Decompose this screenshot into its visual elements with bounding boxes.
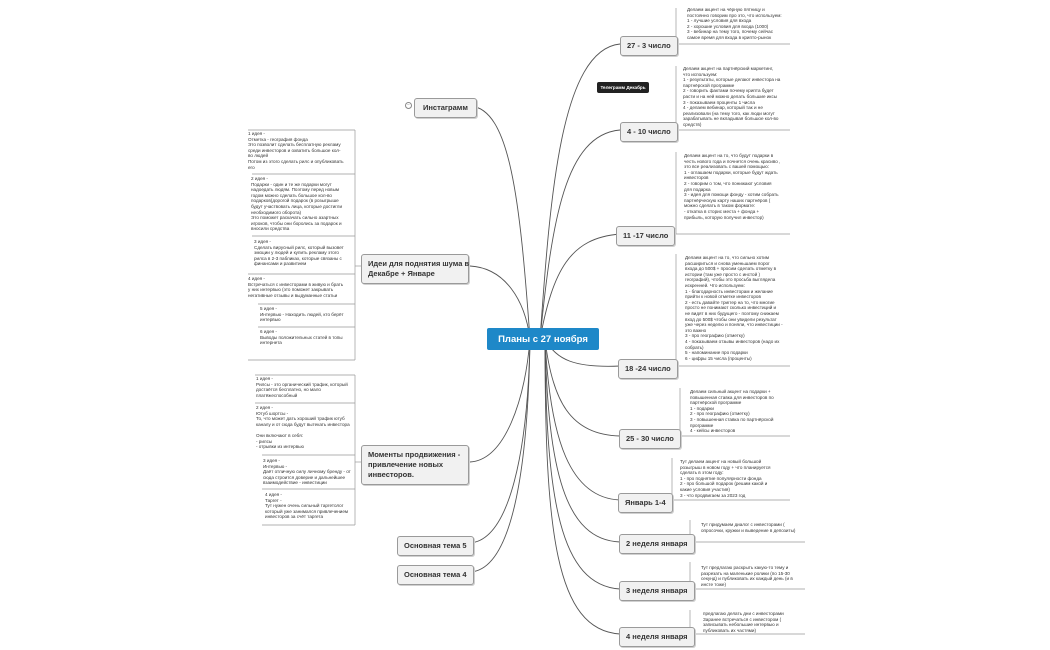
note-week-11-17: Делаем акцент на то, что будут подарки в…	[684, 153, 781, 220]
topic-week-27-3[interactable]: 27 - 3 число	[620, 36, 678, 56]
topic-week-25-30[interactable]: 25 - 30 число	[619, 429, 681, 449]
topic-label: Инстаграмм	[423, 103, 468, 112]
topic-main-5[interactable]: Основная тема 5	[397, 536, 474, 556]
topic-label: Январь 1-4	[625, 498, 666, 507]
branch-line	[469, 265, 531, 340]
note-january-1-4: Тут делаем акцент на новый большой розыг…	[680, 459, 771, 498]
branch-line	[469, 105, 531, 340]
topic-january-week-4[interactable]: 4 неделя января	[619, 627, 695, 647]
note-idea-5: 5 идея - Интервью - Находить людей, кто …	[260, 306, 344, 323]
topic-label: Моменты продвижения - привлечение новых …	[368, 450, 461, 479]
topic-main-4[interactable]: Основная тема 4	[397, 565, 474, 585]
topic-label: 11 -17 число	[623, 231, 669, 240]
topic-label: Основная тема 5	[404, 541, 467, 550]
topic-label: 4 - 10 число	[627, 127, 671, 136]
branch-line	[544, 338, 621, 635]
branch-line	[469, 338, 531, 573]
note-promo-3: 3 идея - Интервью - Даёт отличную силу л…	[263, 458, 351, 486]
topic-label: 2 неделя января	[626, 539, 688, 548]
topic-noise-ideas[interactable]: Идеи для поднятия шума в Декабре + Январ…	[361, 254, 469, 284]
tag-label: Телеграмм Декабрь	[600, 85, 646, 90]
topic-label: 27 - 3 число	[627, 41, 671, 50]
note-promo-2: 2 идея - Ютуб шортсы - То, что может дат…	[256, 405, 350, 450]
branch-line	[544, 338, 621, 543]
topic-week-18-24[interactable]: 18 -24 число	[618, 359, 678, 379]
note-january-week-2: Тут придумаем диалог с инвесторами ( опр…	[701, 522, 796, 533]
collapse-toggle-icon[interactable]: −	[405, 102, 412, 109]
topic-label: Идеи для поднятия шума в Декабре + Январ…	[368, 259, 470, 278]
branch-line	[539, 43, 621, 340]
branch-line	[539, 129, 621, 340]
note-idea-4: 4 идея - Встречаться с инвесторами в жив…	[248, 276, 344, 298]
topic-january-week-3[interactable]: 3 неделя января	[619, 581, 695, 601]
branch-line	[544, 338, 621, 437]
note-promo-4: 4 идея - Таргет - Тут нужен очень сильны…	[265, 492, 349, 520]
branch-line	[544, 338, 621, 590]
note-week-27-3: Делаем акцент на чёрную пятницу и постоя…	[687, 7, 782, 40]
note-idea-6: 6 идея - Выводы положительных статей в т…	[260, 329, 343, 346]
topic-instagram[interactable]: Инстаграмм	[414, 98, 477, 118]
note-week-25-30: Делаем сильный акцент на подарки + повыш…	[690, 389, 774, 434]
telegram-december-tag[interactable]: Телеграмм Декабрь	[597, 82, 649, 93]
topic-january-week-2[interactable]: 2 неделя января	[619, 534, 695, 554]
branch-line	[469, 338, 531, 463]
branch-line	[539, 233, 621, 340]
topic-label: 18 -24 число	[625, 364, 671, 373]
branch-line	[544, 338, 621, 501]
topic-january-1-4[interactable]: Январь 1-4	[618, 493, 673, 513]
note-promo-1: 1 идея - Рилсы - это органический трафик…	[256, 376, 348, 398]
note-january-week-3: Тут предлагаю раскрыть какую-то тему и р…	[701, 565, 793, 587]
topic-label: 25 - 30 число	[626, 434, 674, 443]
branch-line	[469, 338, 531, 544]
note-week-4-10: Делаем акцент на партнёрский маркетинг, …	[683, 66, 781, 127]
note-idea-3: 3 идея - Сделать вирусный рилс, который …	[254, 239, 344, 267]
topic-week-4-10[interactable]: 4 - 10 число	[620, 122, 678, 142]
topic-label: Основная тема 4	[404, 570, 467, 579]
note-week-18-24: Делаем акцент на то, что сильно хотим ра…	[685, 255, 783, 361]
central-topic[interactable]: Планы с 27 ноября	[487, 328, 599, 350]
topic-week-11-17[interactable]: 11 -17 число	[616, 226, 676, 246]
topic-label: 4 неделя января	[626, 632, 688, 641]
topic-promotion-moments[interactable]: Моменты продвижения - привлечение новых …	[361, 445, 469, 485]
note-idea-2: 2 идея - Подарки - один и те же подарки …	[251, 176, 343, 232]
note-january-week-4: предлагаю делать дни с инвесторами Заран…	[703, 611, 784, 633]
note-idea-1: 1 идея - Отметка - география фонда Это п…	[248, 131, 344, 170]
topic-label: 3 неделя января	[626, 586, 688, 595]
central-topic-label: Планы с 27 ноября	[498, 333, 588, 345]
